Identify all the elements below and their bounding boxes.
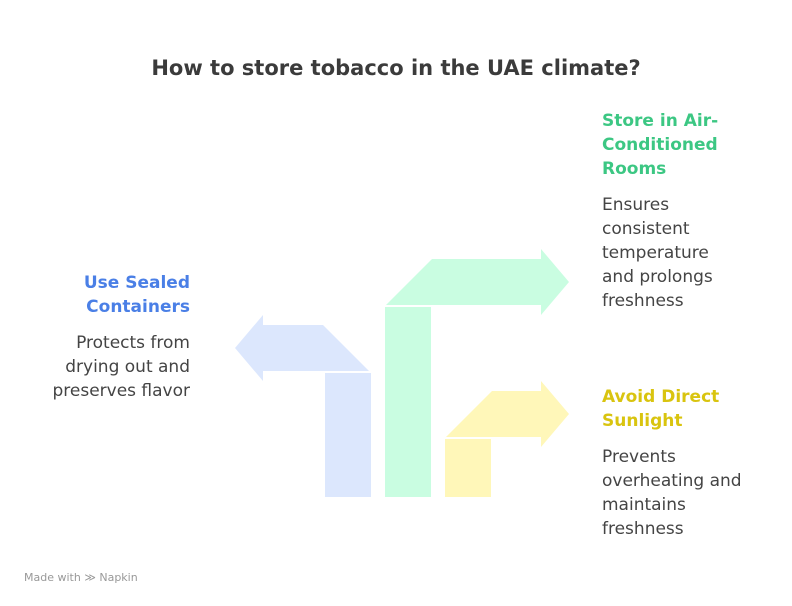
- footer-brand: Napkin: [99, 571, 138, 584]
- diagram-title: How to store tobacco in the UAE climate?: [151, 56, 641, 80]
- blue-arrow: [235, 315, 371, 497]
- footer-text: Made with: [24, 571, 81, 584]
- sealed-containers-heading: Use Sealed Containers: [83, 273, 190, 317]
- green-arrow: [385, 249, 569, 497]
- air-conditioned-description: Ensures consistent temperature and prolo…: [602, 195, 713, 311]
- sunlight-heading: Avoid Direct Sunlight: [602, 387, 720, 431]
- napkin-logo-icon: ≫: [84, 571, 96, 584]
- air-conditioned-heading: Store in Air-Conditioned Rooms: [602, 111, 719, 179]
- sealed-containers-description: Protects from drying out and preserves f…: [52, 333, 190, 401]
- sunlight-description: Prevents overheating and maintains fresh…: [602, 447, 742, 539]
- footer-credit[interactable]: Made with ≫ Napkin: [24, 571, 138, 584]
- yellow-arrow: [445, 381, 569, 497]
